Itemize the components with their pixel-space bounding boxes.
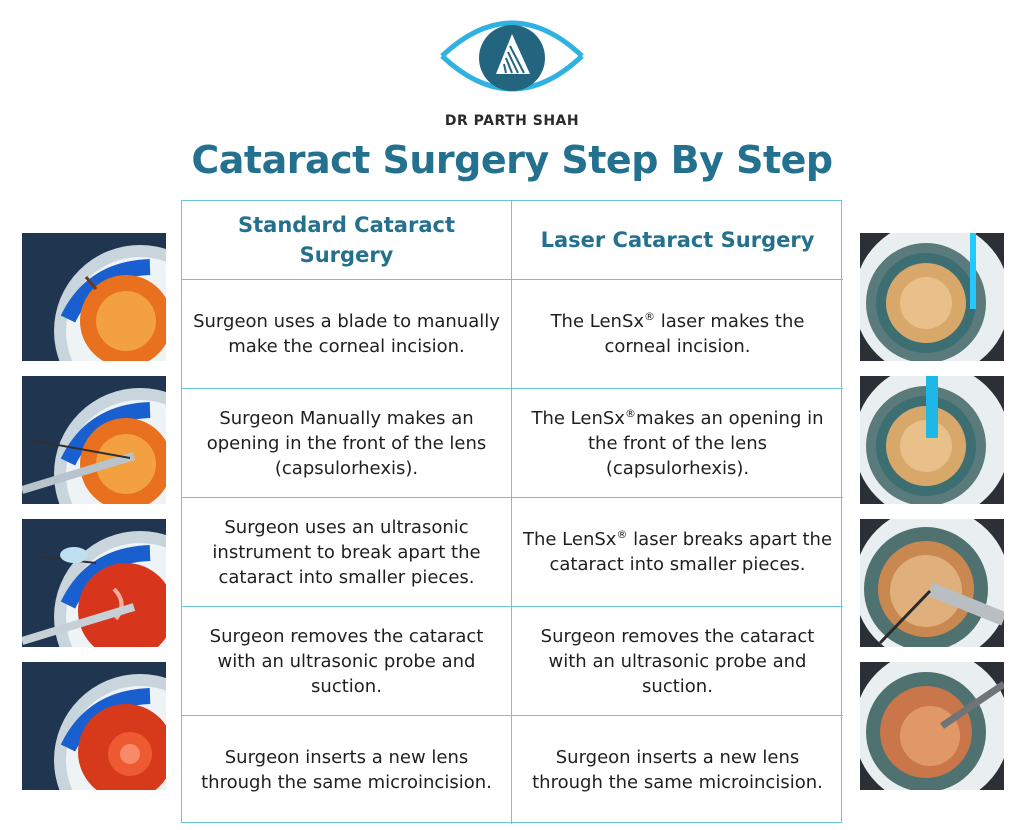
eye-logo-icon — [438, 6, 586, 106]
step-3-laser: The LenSx® laser breaks apart the catara… — [512, 498, 843, 607]
laser-eye-lens-insert — [860, 662, 1004, 790]
brand-name: DR PARTH SHAH — [444, 113, 580, 129]
page-title: Cataract Surgery Step By Step — [191, 138, 833, 182]
step-2-laser: The LenSx®makes an opening in the front … — [512, 389, 843, 498]
step-3-standard: Surgeon uses an ultrasonic instrument to… — [182, 498, 512, 607]
laser-eye-capsulotomy — [860, 376, 1004, 504]
eye-cross-section-phaco — [22, 519, 166, 647]
eye-cross-section-incision — [22, 233, 166, 361]
step-5-laser: Surgeon inserts a new lens through the s… — [532, 747, 823, 793]
step-4-laser: Surgeon removes the cataract with an ult… — [512, 607, 843, 716]
step-1-standard: Surgeon uses a blade to manually make th… — [182, 280, 512, 389]
laser-eye-incision — [860, 233, 1004, 361]
laser-eye-fragmentation — [860, 519, 1004, 647]
eye-cross-section-capsulorhexis — [22, 376, 166, 504]
header-standard: Standard Cataract Surgery — [182, 201, 512, 280]
step-5-standard: Surgeon inserts a new lens through the s… — [182, 716, 512, 824]
eye-cross-section-lens-insert — [22, 662, 166, 790]
comparison-table: Standard Cataract Surgery Laser Cataract… — [181, 200, 843, 824]
step-4-standard: Surgeon removes the cataract with an ult… — [182, 607, 512, 716]
step-2-standard: Surgeon Manually makes an opening in the… — [182, 389, 512, 498]
step-1-laser: The LenSx® laser makes the corneal incis… — [512, 280, 843, 389]
header-laser: Laser Cataract Surgery — [512, 201, 843, 280]
